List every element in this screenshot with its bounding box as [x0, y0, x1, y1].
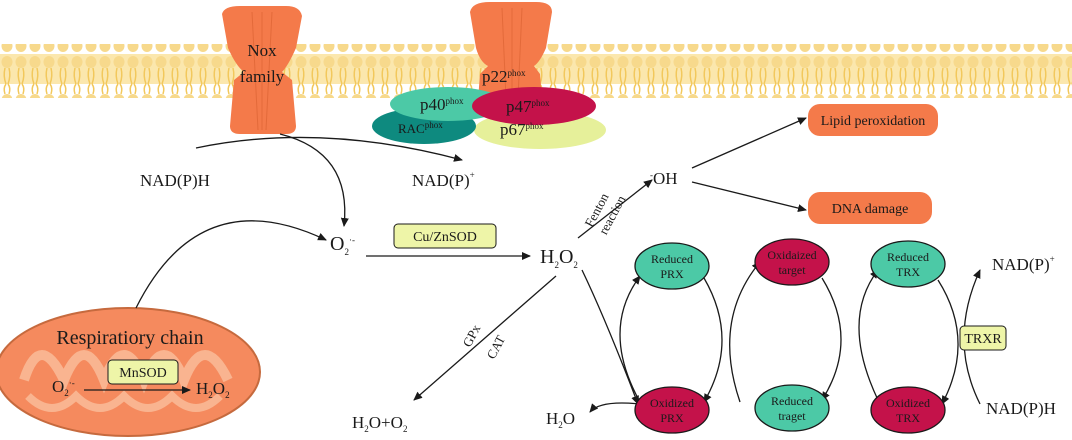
- to-dna-arrow: [691, 181, 807, 212]
- nadph-right-label: NAD(P)H: [986, 399, 1056, 418]
- nox-label-line2: family: [240, 67, 285, 86]
- cycle-node-reduced-prx: Reduced PRX: [634, 242, 710, 290]
- svg-text:Reduced: Reduced: [887, 250, 929, 264]
- lipid-peroxidation-label: Lipid peroxidation: [821, 114, 926, 129]
- to-lipid-arrow: [691, 117, 807, 169]
- dna-damage-box: [808, 192, 932, 224]
- phox-complex: p40phox p47phox RACphox p67phox: [372, 87, 606, 149]
- p22phox-protein: p22phox: [470, 2, 552, 100]
- svg-text:Oxidized: Oxidized: [650, 396, 694, 410]
- svg-text:Oxidaized: Oxidaized: [767, 248, 816, 262]
- trxr-label: TRXR: [964, 332, 1002, 347]
- cuznsod-box: [393, 223, 497, 249]
- svg-text:GPx: GPx: [459, 322, 483, 350]
- cycle-node-reduced-trx: Reduced TRX: [870, 240, 946, 288]
- svg-text:target: target: [778, 263, 806, 277]
- gpx-label: GPx: [459, 322, 483, 350]
- trxr-box: [959, 325, 1007, 351]
- svg-text:TRX: TRX: [896, 265, 920, 279]
- svg-text:TRX: TRX: [896, 411, 920, 425]
- p67-label: p67phox: [500, 120, 544, 139]
- cycle-node-reduced-target: Reduced traget: [754, 384, 830, 432]
- cuznsod-label: Cu/ZnSOD: [413, 230, 477, 245]
- mitochondrion: Respiratiory chain MnSOD O2·- H2O2: [0, 307, 261, 437]
- p47-label: p47phox: [506, 97, 550, 116]
- nox-family-protein: Nox family: [222, 6, 302, 134]
- cycle-node-oxidized-target: Oxidaized target: [754, 238, 830, 286]
- cycle-node-oxidized-prx: Oxidized PRX: [634, 386, 710, 434]
- p22-label: p22phox: [482, 67, 526, 86]
- mito-to-superoxide-arrow: [135, 220, 327, 309]
- fenton-arrow: [577, 179, 653, 239]
- nox-to-superoxide-arrow: [279, 133, 349, 227]
- h2o2-label: H2O2: [540, 246, 578, 270]
- svg-text:Reduced: Reduced: [771, 394, 813, 408]
- nadph-left-label: NAD(P)H: [140, 171, 210, 190]
- mnsod-label: MnSOD: [119, 366, 166, 381]
- gpx-cat-arrow: [413, 275, 557, 401]
- cycle-node-oxidized-trx: Oxidized TRX: [870, 386, 946, 434]
- rac-label: RACphox: [398, 120, 443, 136]
- nox-label-line1: Nox: [247, 41, 277, 60]
- mnsod-box: [107, 359, 179, 385]
- water-label: H2O: [546, 409, 575, 430]
- hydroxyl-label: -OH: [650, 169, 678, 188]
- svg-text:Oxidized: Oxidized: [886, 396, 930, 410]
- redox-cycle-arrows: [581, 261, 981, 413]
- mito-title: Respiratiory chain: [56, 327, 203, 349]
- p47phox-subunit: [472, 87, 596, 125]
- p40-label: p40phox: [420, 95, 464, 114]
- mito-superoxide-label: O2·-: [52, 377, 75, 398]
- nadp-right-label: NAD(P)+: [992, 254, 1055, 274]
- mito-h2o2-label: H2O2: [196, 379, 230, 400]
- nadp-mid-label: NAD(P)+: [412, 170, 475, 190]
- water-oxygen-label: H2O+O2: [352, 413, 407, 434]
- superoxide-label: O2·-: [330, 233, 355, 257]
- svg-text:PRX: PRX: [660, 411, 684, 425]
- svg-text:Reduced: Reduced: [651, 252, 693, 266]
- nadph-oxidation-arrow: [195, 136, 463, 162]
- dna-damage-label: DNA damage: [832, 202, 909, 217]
- lipid-peroxidation-box: [808, 104, 938, 136]
- svg-text:traget: traget: [778, 409, 806, 423]
- svg-text:PRX: PRX: [660, 267, 684, 281]
